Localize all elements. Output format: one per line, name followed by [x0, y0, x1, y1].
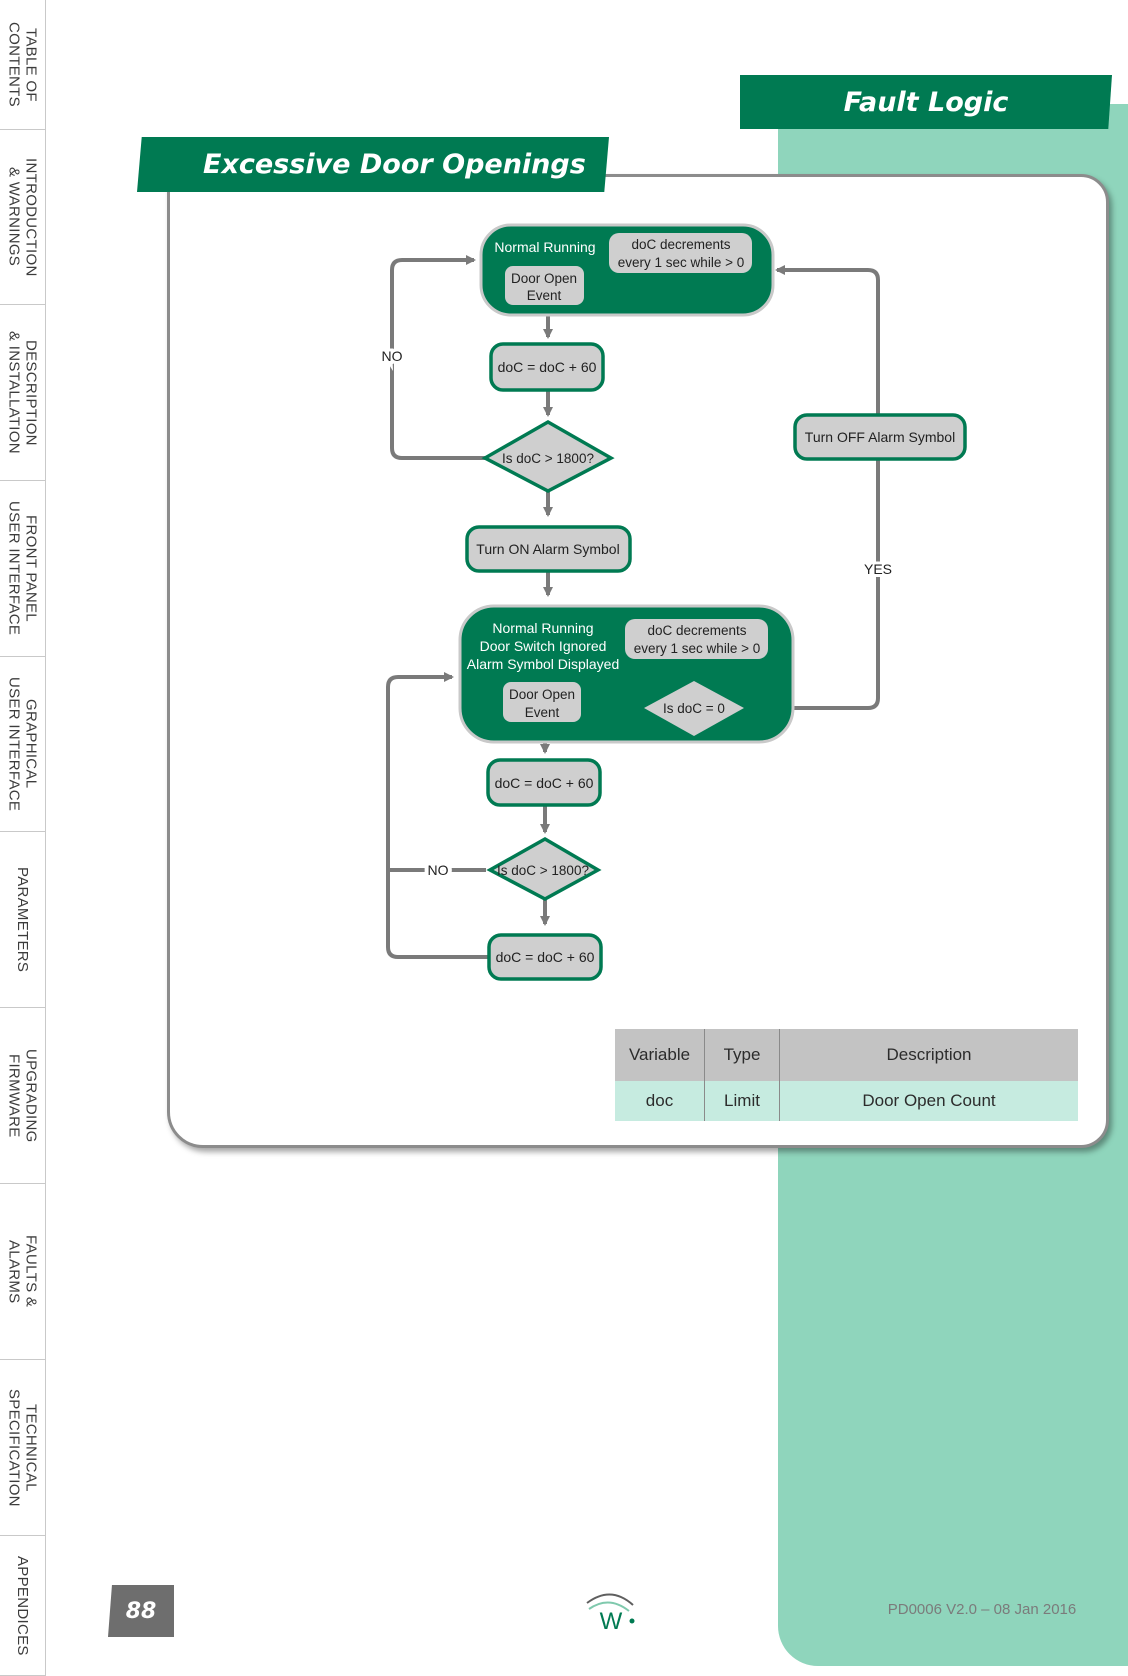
- header-description: Description: [779, 1029, 1078, 1081]
- section-tab-rail: TABLE OF CONTENTS INTRODUCTION & WARNING…: [0, 0, 46, 1676]
- is-zero-label: Is doC = 0: [663, 701, 725, 716]
- document-reference: PD0006 V2.0 – 08 Jan 2016: [887, 1601, 1077, 1618]
- tab-faults-alarms[interactable]: FAULTS & ALARMS: [0, 1184, 46, 1360]
- tab-technical-specification[interactable]: TECHNICAL SPECIFICATION: [0, 1360, 46, 1536]
- decision-threshold-1: [481, 419, 615, 493]
- process-increment-3: [487, 933, 603, 981]
- no-label-1: NO: [382, 348, 403, 364]
- no-label-2: NO: [428, 862, 449, 878]
- process-label-2: doC = doC + 60: [495, 775, 594, 791]
- door-open2-line-2: Event: [525, 705, 560, 720]
- tab-label: UPGRADING FIRMWARE: [5, 1048, 40, 1143]
- tab-label: TABLE OF CONTENTS: [5, 22, 40, 107]
- process-label: doC = doC + 60: [498, 359, 597, 375]
- decision-label-2: Is doC > 1800?: [497, 863, 589, 878]
- decision-is-zero: [644, 681, 744, 736]
- section-title: Fault Logic: [740, 75, 1112, 129]
- tab-label: DESCRIPTION & INSTALLATION: [5, 331, 40, 454]
- door-open2-line-1: Door Open: [509, 687, 575, 702]
- process-turn-off-alarm: [793, 413, 967, 461]
- process-increment-2: [486, 758, 602, 807]
- arrow-no-loop-top: [390, 255, 485, 460]
- state2-line-1: Normal Running: [492, 620, 593, 636]
- door-open-event-2: [503, 682, 581, 722]
- flow-connectors: [386, 255, 880, 959]
- table-row: doc Limit Door Open Count: [615, 1081, 1078, 1121]
- header-variable: Variable: [615, 1029, 705, 1081]
- state2-line-2: Door Switch Ignored: [480, 638, 607, 654]
- state2-line-3: Alarm Symbol Displayed: [467, 656, 620, 672]
- decrement2-line-1: doC decrements: [647, 623, 746, 638]
- tab-label: APPENDICES: [14, 1555, 31, 1656]
- tab-label: PARAMETERS: [14, 866, 31, 973]
- tab-graphical-ui[interactable]: GRAPHICAL USER INTERFACE: [0, 657, 46, 832]
- decrement-line-1: doC decrements: [631, 237, 730, 252]
- process-turn-on-alarm: [465, 525, 632, 573]
- company-logo-icon: W: [586, 1593, 635, 1635]
- decrement2-line-2: every 1 sec while > 0: [634, 641, 760, 656]
- decrement-line-2: every 1 sec while > 0: [618, 255, 744, 270]
- process-increment-1: [489, 342, 605, 392]
- state-label: Normal Running: [494, 239, 595, 255]
- tab-upgrading-firmware[interactable]: UPGRADING FIRMWARE: [0, 1008, 46, 1184]
- door-open-line-2: Event: [527, 288, 562, 303]
- tab-label: FAULTS & ALARMS: [5, 1235, 40, 1308]
- arrow-yes-loop: [745, 265, 880, 710]
- decision-label: Is doC > 1800?: [502, 451, 594, 466]
- decision-threshold-2: [486, 836, 602, 901]
- cell-variable: doc: [615, 1081, 705, 1121]
- arrow-loop-bottom: [386, 672, 489, 959]
- tab-label: INTRODUCTION & WARNINGS: [5, 157, 40, 277]
- decrement-note-2: [625, 619, 768, 659]
- tab-label: GRAPHICAL USER INTERFACE: [5, 676, 40, 812]
- page-title: Excessive Door Openings: [137, 137, 609, 192]
- tab-introduction-warnings[interactable]: INTRODUCTION & WARNINGS: [0, 130, 46, 305]
- tab-label: FRONT PANEL USER INTERFACE: [5, 501, 40, 636]
- cell-description: Door Open Count: [779, 1081, 1078, 1121]
- process-label-3: doC = doC + 60: [496, 949, 595, 965]
- page-number: 88: [108, 1585, 174, 1637]
- yes-label: YES: [864, 561, 892, 577]
- tab-description-installation[interactable]: DESCRIPTION & INSTALLATION: [0, 305, 46, 481]
- tab-parameters[interactable]: PARAMETERS: [0, 832, 46, 1008]
- tab-appendices[interactable]: APPENDICES: [0, 1536, 46, 1676]
- door-open-line-1: Door Open: [511, 271, 577, 286]
- door-open-event: [505, 266, 584, 305]
- tab-table-of-contents[interactable]: TABLE OF CONTENTS: [0, 0, 46, 130]
- header-type: Type: [704, 1029, 780, 1081]
- turn-on-label: Turn ON Alarm Symbol: [476, 541, 619, 557]
- cell-type: Limit: [704, 1081, 780, 1121]
- turn-off-label: Turn OFF Alarm Symbol: [805, 429, 955, 445]
- tab-front-panel-ui[interactable]: FRONT PANEL USER INTERFACE: [0, 481, 46, 657]
- variable-table: Variable Type Description doc Limit Door…: [615, 1029, 1078, 1121]
- logo-letter: W: [600, 1608, 623, 1635]
- tab-label: TECHNICAL SPECIFICATION: [5, 1388, 40, 1507]
- decrement-note: [609, 233, 752, 273]
